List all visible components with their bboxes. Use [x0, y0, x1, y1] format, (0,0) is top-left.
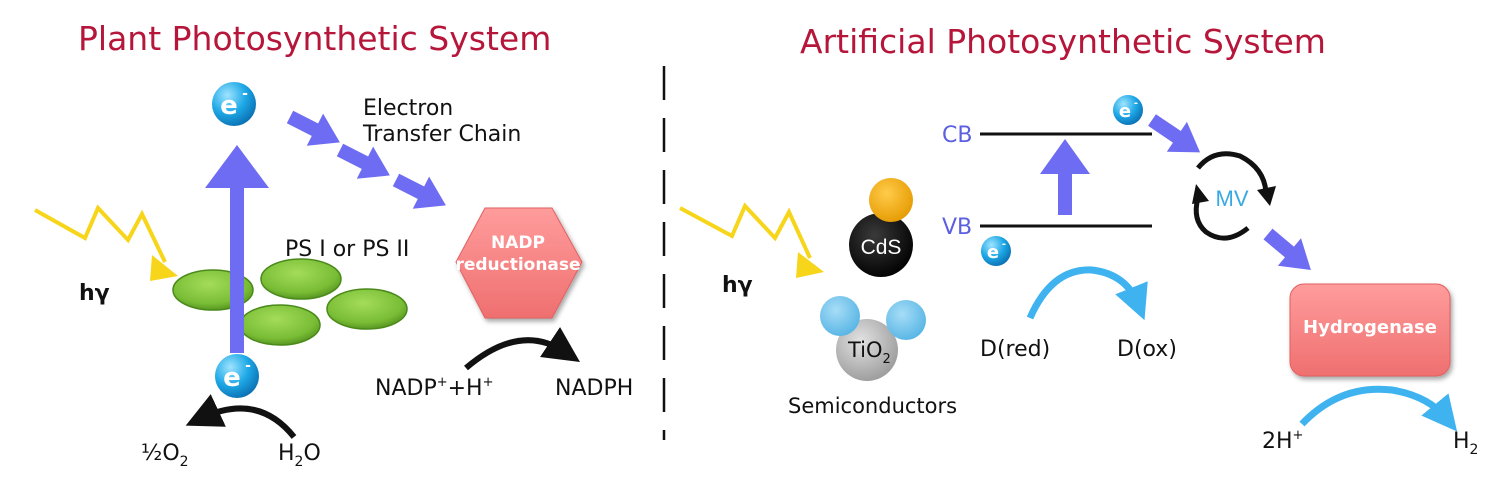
electron-charge: -: [242, 86, 248, 102]
nadp-reduction-arrow: [464, 327, 580, 371]
electron-bottom-left: e -: [215, 354, 259, 398]
hydrogenase-label: Hydrogenase: [1303, 317, 1437, 338]
electron-charge: -: [245, 358, 251, 374]
cb-label: CB: [942, 123, 972, 148]
photon-wave-left: [34, 204, 167, 263]
excitation-arrow-right: [1040, 139, 1090, 215]
nadp-reactant-label: NADP++H+: [375, 375, 494, 401]
vb-label: VB: [942, 215, 972, 240]
excitation-arrow-left: [205, 145, 269, 353]
enzyme-label-line2: reductionase: [455, 255, 580, 275]
donor-oxidized-label: D(ox): [1117, 337, 1177, 362]
cds-cap: [869, 178, 913, 222]
electron-vb: e -: [981, 236, 1011, 266]
semiconductor-particles: [820, 178, 926, 381]
etc-label-line1: Electron: [363, 96, 453, 121]
hv-label-left: hγ: [79, 281, 110, 306]
proton-label: 2H+: [1262, 428, 1303, 454]
cb-to-mv-arrow: [1148, 114, 1201, 153]
photosystem-label: PS I or PS II: [285, 237, 409, 262]
hv-label-right: hγ: [722, 273, 753, 298]
left-panel-title: Plant Photosynthetic System: [78, 19, 551, 58]
electron-top-left: e -: [212, 82, 256, 126]
electron-charge: -: [1134, 98, 1138, 109]
proton-reduction-arrow: [1299, 385, 1458, 432]
nadp-reductionase-enzyme: [455, 207, 583, 319]
water-oxidation-arrow: [185, 394, 297, 439]
photon-arrowhead-right: [796, 252, 824, 278]
mv-redox-cycle: [1192, 151, 1276, 241]
water-label: H2O: [278, 441, 321, 470]
right-panel-title: Artificial Photosynthetic System: [800, 22, 1326, 61]
mv-label: MV: [1216, 186, 1249, 211]
electron-charge: -: [1002, 239, 1006, 250]
electron-label: e: [220, 91, 238, 121]
leaf: [326, 288, 408, 330]
cds-sphere: [849, 213, 913, 277]
cds-label: CdS: [861, 236, 902, 259]
nadph-product-label: NADPH: [555, 376, 633, 401]
tio2-lobe-right: [886, 300, 926, 340]
leaf: [239, 304, 321, 346]
tio2-label: TiO2: [847, 338, 891, 367]
electron-transfer-arrows: [286, 110, 446, 209]
hydrogenase-enzyme: [1289, 283, 1451, 377]
electron-label: e: [223, 363, 241, 393]
enzyme-label-line1: NADP: [491, 233, 545, 253]
electron-cb: e -: [1113, 95, 1143, 125]
photon-wave-right: [679, 202, 812, 259]
etc-label-line2: Transfer Chain: [362, 122, 521, 147]
leaf: [260, 258, 342, 300]
mv-to-hydrogenase-arrow: [1263, 228, 1311, 270]
electron-label: e: [987, 242, 999, 263]
oxygen-label: ½O2: [141, 441, 189, 470]
donor-reduced-label: D(red): [980, 337, 1050, 362]
electron-label: e: [1119, 101, 1131, 122]
tio2-sphere: [836, 319, 898, 381]
photosystem-leaves: [172, 258, 408, 346]
semiconductors-label: Semiconductors: [788, 394, 957, 418]
hydrogen-label: H2: [1453, 429, 1478, 458]
photon-arrowhead-left: [150, 255, 178, 281]
tio2-lobe-left: [820, 296, 860, 336]
donor-oxidation-arrow: [1026, 266, 1148, 321]
